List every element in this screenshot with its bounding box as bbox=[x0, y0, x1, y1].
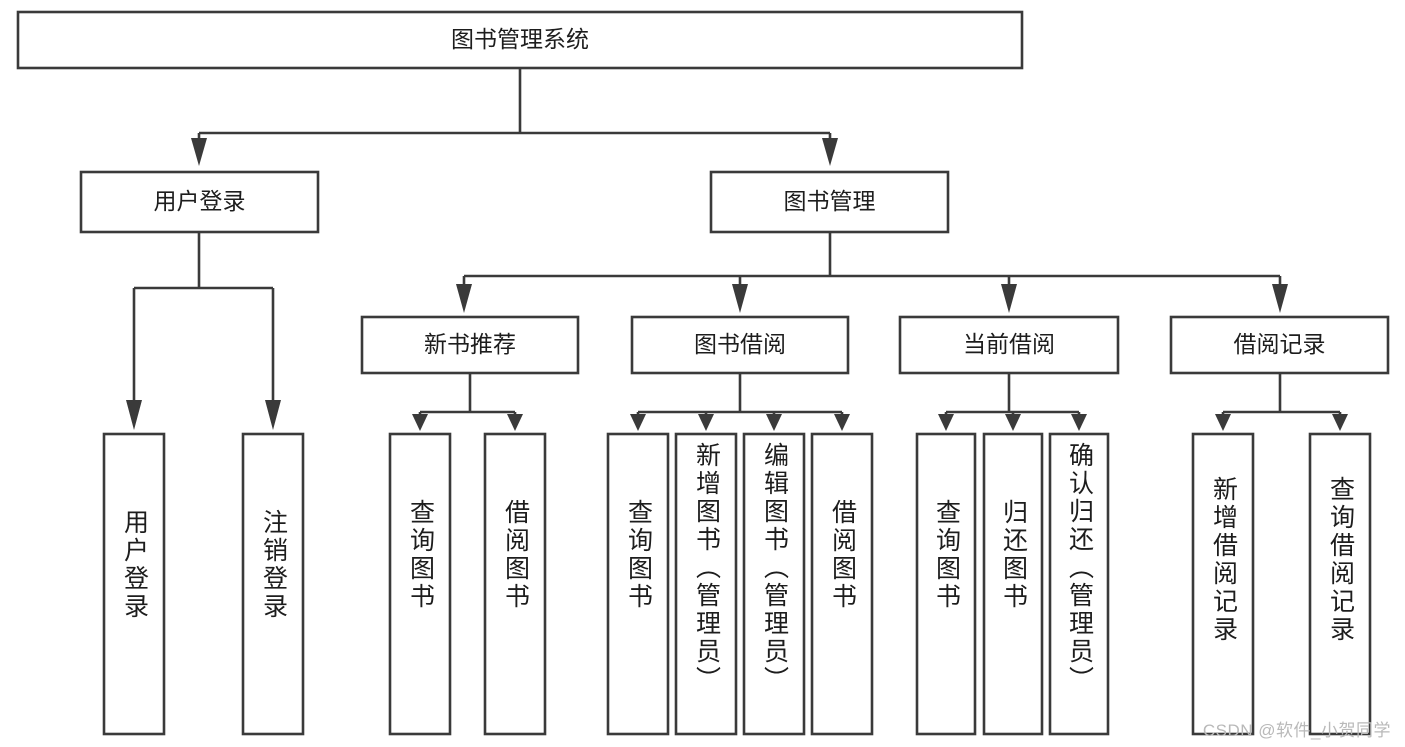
node-root-system[interactable]: 图书管理系统 bbox=[16, 10, 1024, 70]
arrowhead-leaf-logout bbox=[265, 400, 281, 430]
arrowhead-current bbox=[1001, 284, 1017, 313]
arrowhead-book-mgmt bbox=[822, 138, 838, 166]
connector-group-userlogin-to-leaves bbox=[126, 232, 281, 430]
connector-group-root-to-level2 bbox=[191, 68, 838, 166]
connector-group-record-to-leaves bbox=[1215, 373, 1348, 431]
arrowhead-leaf-user-login bbox=[126, 400, 142, 430]
leaf-box-borrow-book-nb[interactable] bbox=[483, 432, 547, 736]
arrowhead-borrow-leaf3 bbox=[766, 414, 782, 431]
connector-group-current-to-leaves bbox=[938, 373, 1087, 431]
node-user-login[interactable]: 用户登录 bbox=[79, 170, 320, 234]
leaf-box-query-book-cb[interactable] bbox=[915, 432, 977, 736]
node-user-login-label: 用户登录 bbox=[154, 188, 246, 214]
node-current-borrow[interactable]: 当前借阅 bbox=[898, 315, 1120, 375]
arrowhead-record-leaf1 bbox=[1215, 414, 1231, 431]
arrowhead-current-leaf2 bbox=[1005, 414, 1021, 431]
node-current-borrow-box[interactable] bbox=[898, 315, 1120, 375]
arrowhead-newbook-leaf2 bbox=[507, 414, 523, 431]
arrowhead-newbook-leaf1 bbox=[412, 414, 428, 431]
arrowhead-borrow-leaf4 bbox=[834, 414, 850, 431]
leaf-box-confirm-return-admin[interactable] bbox=[1048, 432, 1110, 736]
node-book-borrow-label: 图书借阅 bbox=[694, 331, 786, 357]
arrowhead-record bbox=[1272, 284, 1288, 313]
node-book-management-box[interactable] bbox=[709, 170, 950, 234]
arrowhead-newbook bbox=[456, 284, 472, 313]
leaf-box-user-login[interactable] bbox=[102, 432, 166, 736]
node-book-borrow[interactable]: 图书借阅 bbox=[630, 315, 850, 375]
node-borrow-record-box[interactable] bbox=[1169, 315, 1390, 375]
node-root-label: 图书管理系统 bbox=[451, 26, 589, 52]
node-user-login-box[interactable] bbox=[79, 170, 320, 234]
leaf-box-query-borrow-record[interactable] bbox=[1308, 432, 1372, 736]
node-borrow-record-label: 借阅记录 bbox=[1234, 331, 1326, 357]
arrowhead-current-leaf1 bbox=[938, 414, 954, 431]
connector-group-bookmgmt-to-categories bbox=[456, 232, 1288, 313]
node-borrow-record[interactable]: 借阅记录 bbox=[1169, 315, 1390, 375]
leaf-box-return-book[interactable] bbox=[982, 432, 1044, 736]
node-new-book-recommend-box[interactable] bbox=[360, 315, 580, 375]
node-book-management-label: 图书管理 bbox=[784, 188, 876, 214]
node-new-book-recommend-label: 新书推荐 bbox=[424, 331, 516, 357]
leaf-box-add-book-admin[interactable] bbox=[674, 432, 738, 736]
node-book-management[interactable]: 图书管理 bbox=[709, 170, 950, 234]
connector-group-newbook-to-leaves bbox=[412, 373, 523, 431]
leaf-box-add-borrow-record[interactable] bbox=[1191, 432, 1255, 736]
arrowhead-record-leaf2 bbox=[1332, 414, 1348, 431]
arrowhead-borrow bbox=[732, 284, 748, 313]
leaf-box-query-book-bb[interactable] bbox=[606, 432, 670, 736]
leaf-box-logout[interactable] bbox=[241, 432, 305, 736]
leaf-box-edit-book-admin[interactable] bbox=[742, 432, 806, 736]
node-current-borrow-label: 当前借阅 bbox=[963, 331, 1055, 357]
arrowhead-borrow-leaf1 bbox=[630, 414, 646, 431]
leaf-box-query-book-nb[interactable] bbox=[388, 432, 452, 736]
node-new-book-recommend[interactable]: 新书推荐 bbox=[360, 315, 580, 375]
arrowhead-user-login bbox=[191, 138, 207, 166]
node-root-box[interactable] bbox=[16, 10, 1024, 70]
arrowhead-current-leaf3 bbox=[1071, 414, 1087, 431]
connector-group-borrow-to-leaves bbox=[630, 373, 850, 431]
leaf-box-borrow-book-bb[interactable] bbox=[810, 432, 874, 736]
csdn-watermark: CSDN @软件_小贺同学 bbox=[1202, 721, 1391, 740]
arrowhead-borrow-leaf2 bbox=[698, 414, 714, 431]
node-book-borrow-box[interactable] bbox=[630, 315, 850, 375]
